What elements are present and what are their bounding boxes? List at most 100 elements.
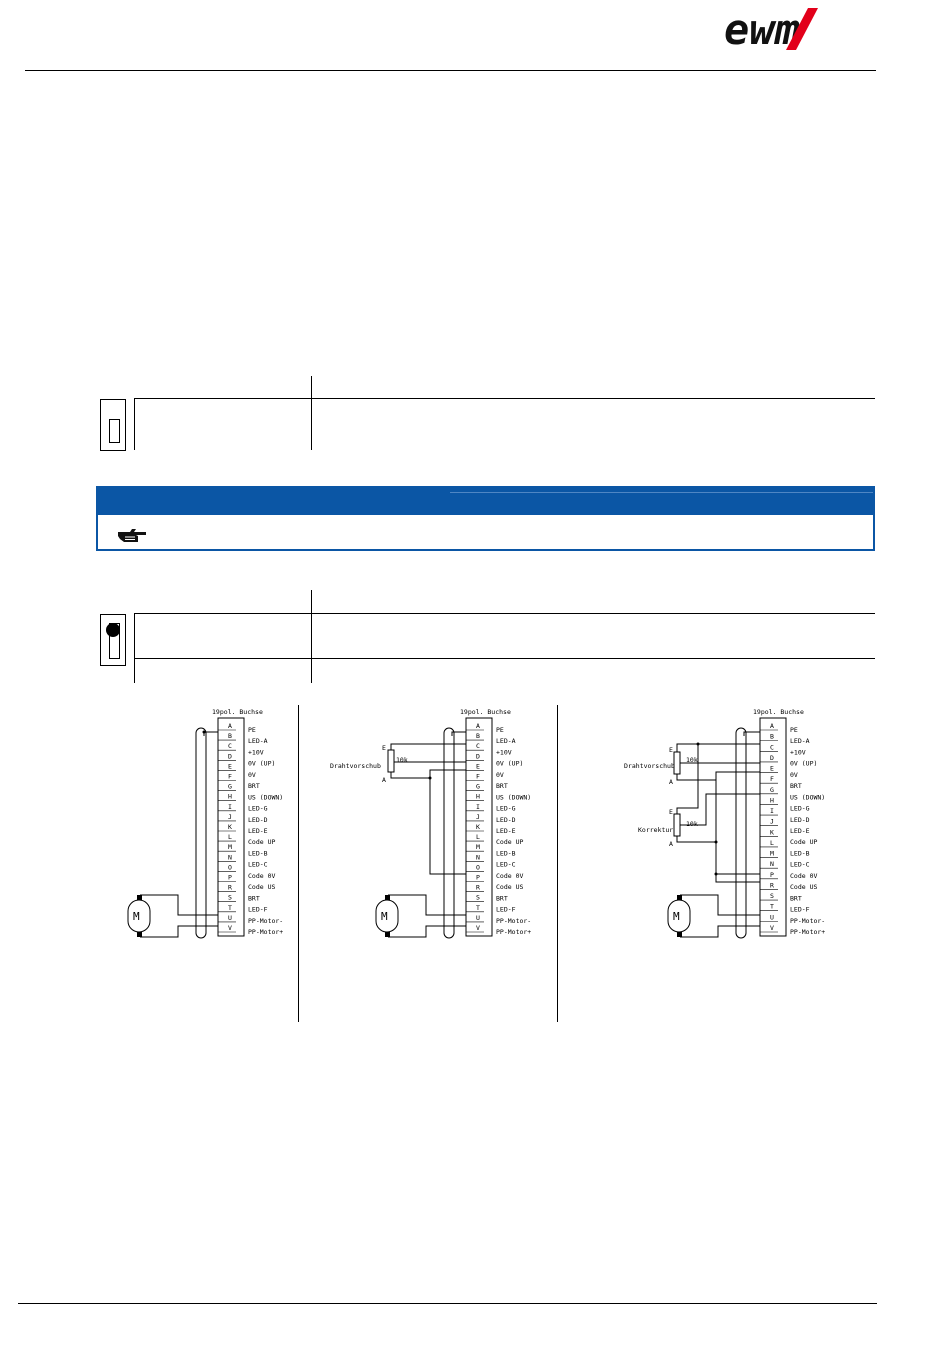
pin-label: S [476, 894, 480, 902]
pin-label: M [476, 843, 480, 851]
signal-label: LED-B [248, 849, 268, 857]
pin-label: V [476, 924, 480, 932]
signal-label: LED-G [248, 805, 268, 813]
signal-label: BRT [790, 782, 802, 790]
motor-label: M [133, 910, 140, 923]
signal-label: BRT [248, 894, 260, 902]
pin-label: F [770, 775, 774, 783]
svg-text:A: A [669, 840, 673, 848]
switch-off-icon [100, 399, 126, 451]
pin-label: J [770, 818, 774, 826]
signal-label: LED-D [496, 816, 516, 824]
signal-label: 0V (UP) [790, 760, 817, 768]
socket-title: 19pol. Buchse [212, 708, 263, 716]
socket-title: 19pol. Buchse [753, 708, 804, 716]
table1-rule [134, 398, 875, 399]
pin-label: R [770, 881, 774, 889]
pin-label: T [476, 904, 480, 912]
table1-row-divider-mid [311, 398, 312, 450]
table2-row-divider-left [134, 613, 135, 683]
pin-label: L [476, 833, 480, 841]
svg-text:10k: 10k [686, 756, 698, 764]
signal-label: LED-A [496, 737, 516, 745]
pin-label: I [476, 803, 480, 811]
pin-label: U [228, 914, 232, 922]
signal-label: BRT [496, 782, 508, 790]
svg-text:E: E [382, 744, 386, 752]
signal-label: LED-A [248, 737, 268, 745]
pot-label: Drahtvorschub [330, 762, 381, 770]
pin-label: A [770, 722, 774, 730]
pin-label: H [476, 793, 480, 801]
pointing-hand-icon [118, 529, 146, 542]
pin-label: C [770, 743, 774, 751]
pin-label: E [228, 762, 232, 770]
pin-label: A [228, 722, 232, 730]
pin-label: B [770, 733, 774, 741]
signal-label: Code 0V [790, 872, 817, 880]
signal-label: LED-C [790, 861, 810, 869]
pin-label: P [228, 874, 232, 882]
diagram-separator-2 [557, 705, 558, 1022]
svg-text:M: M [673, 910, 680, 923]
pin-label: E [770, 765, 774, 773]
signal-label: 0V (UP) [496, 760, 523, 768]
pin-label: I [770, 807, 774, 815]
signal-label: Code 0V [496, 872, 523, 880]
signal-label: 0V [248, 771, 256, 779]
signal-label: LED-E [248, 827, 268, 835]
note-box [96, 486, 875, 551]
signal-label: LED-D [790, 816, 810, 824]
svg-text:ewm: ewm [724, 5, 800, 50]
signal-label: LED-F [248, 906, 268, 914]
signal-label: BRT [496, 894, 508, 902]
pin-label: T [770, 903, 774, 911]
signal-label: Code UP [248, 838, 275, 846]
pin-label: O [476, 863, 480, 871]
pin-label: R [476, 884, 480, 892]
pin-label: K [228, 823, 232, 831]
signal-label: LED-D [248, 816, 268, 824]
note-header [98, 488, 873, 515]
signal-label: Code 0V [248, 872, 275, 880]
table2-col-divider [311, 590, 312, 614]
signal-label: LED-B [790, 849, 810, 857]
pin-label: H [228, 793, 232, 801]
signal-label: LED-C [496, 861, 516, 869]
signal-label: 0V [496, 771, 504, 779]
pin-label: D [476, 752, 480, 760]
signal-label: LED-A [790, 737, 810, 745]
ewm-logo: ewm [724, 5, 818, 50]
pin-label: G [228, 783, 232, 791]
pin-label: N [476, 853, 480, 861]
pin-label: K [770, 828, 774, 836]
pin-label: B [228, 732, 232, 740]
pin-label: D [770, 754, 774, 762]
signal-label: BRT [790, 894, 802, 902]
signal-label: PE [790, 726, 798, 734]
pin-label: H [770, 796, 774, 804]
diagram-separator-1 [298, 705, 299, 1022]
signal-label: BRT [248, 782, 260, 790]
pin-label: P [476, 874, 480, 882]
signal-label: US (DOWN) [496, 793, 531, 801]
pin-label: J [476, 813, 480, 821]
header-rule [25, 70, 876, 71]
signal-label: PE [496, 726, 504, 734]
switch-on-icon [100, 614, 126, 666]
signal-label: +10V [248, 748, 264, 756]
pin-label: G [770, 786, 774, 794]
pin-label: U [770, 913, 774, 921]
table2-rule-top [134, 613, 875, 614]
signal-label: PP-Motor- [248, 917, 283, 925]
pin-label: U [476, 914, 480, 922]
signal-label: LED-G [496, 805, 516, 813]
pin-label: F [476, 773, 480, 781]
pin-label: P [770, 871, 774, 879]
